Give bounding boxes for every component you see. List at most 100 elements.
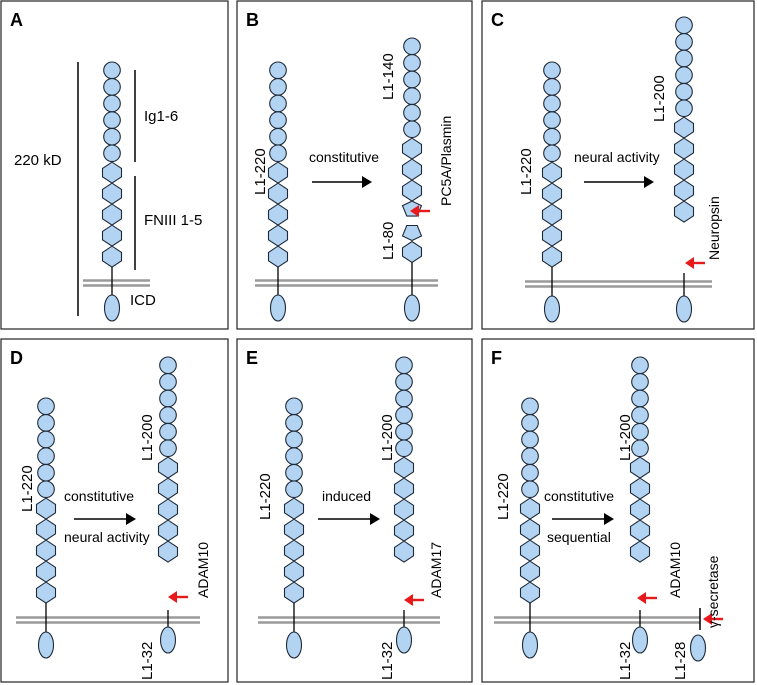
panel-d-full-label: L1-220 <box>19 465 36 512</box>
fn-domain <box>157 456 179 479</box>
panel-e-full-label: L1-220 <box>257 473 274 520</box>
panel-f-arrow-label-top: constitutive <box>544 488 614 504</box>
fn-domain <box>629 477 651 500</box>
fn-domain <box>401 240 423 264</box>
fn-domain <box>267 161 289 184</box>
ig-domain <box>675 33 693 51</box>
fn-domain <box>393 498 415 521</box>
ig-domain <box>269 94 287 113</box>
ig-domain <box>521 447 539 465</box>
fn-domain <box>393 477 415 500</box>
fn-domain <box>401 137 423 160</box>
fn-domain <box>629 498 651 521</box>
ig-domain <box>103 111 121 129</box>
ig-domain <box>285 397 303 416</box>
fn-domain <box>673 116 695 139</box>
icd-domain <box>285 631 303 659</box>
panel-f-protease: ADAM10 <box>667 542 683 598</box>
panel-a-annotations: 220 kD Ig1-6 FNIII 1-5 ICD <box>14 62 202 316</box>
icd-domain <box>37 631 55 659</box>
ig-domain <box>403 70 421 89</box>
fn-domain <box>101 161 123 184</box>
ig-domain <box>631 356 649 375</box>
fn-domain <box>267 182 289 205</box>
ig-domain <box>37 414 55 432</box>
cleavage-arrowhead <box>404 594 413 606</box>
fn-domain <box>101 182 123 205</box>
panel-f-upper-fragment: L1-200 <box>617 414 634 461</box>
icd-domain <box>631 626 649 654</box>
panel-f-icd-fragment: L1-28 <box>672 642 689 680</box>
ig-domain <box>395 389 413 408</box>
ig-domain <box>675 82 693 101</box>
panel-f-lower-fragment: L1-32 <box>617 642 634 680</box>
panel-d-upper-fragment: L1-200 <box>139 414 156 461</box>
ig-domain <box>543 127 561 146</box>
panel-e-arrow-label-top: induced <box>322 488 371 504</box>
panel-d-process-arrowhead <box>126 513 136 525</box>
fn-domain <box>541 161 563 184</box>
ig-domain <box>103 61 121 80</box>
ig-domain <box>37 447 55 465</box>
ig-domain <box>521 414 539 432</box>
ig-domain <box>37 480 55 499</box>
icd-domain <box>675 295 693 323</box>
ig-domain <box>403 37 421 56</box>
panel-e-protease: ADAM17 <box>428 542 444 598</box>
fn-domain <box>401 158 423 181</box>
ig-domain <box>521 480 539 499</box>
fn-domain <box>101 203 123 226</box>
ig-label: Ig1-6 <box>144 108 178 125</box>
protein-shapes <box>16 16 723 662</box>
fn-domain <box>673 137 695 160</box>
panel-f-protease2: γ-secretase <box>705 555 721 628</box>
ig-domain <box>631 373 649 391</box>
fn-domain <box>629 519 651 542</box>
panel-c-annotations: L1-220 neural activity L1-200 Neuropsin <box>518 75 722 260</box>
fn-domain <box>519 539 541 562</box>
panel-f-frame <box>481 338 755 683</box>
panel-e-frame <box>236 338 473 683</box>
fn-domain <box>673 200 695 223</box>
fn-domain <box>157 498 179 521</box>
panel-e-process-arrowhead <box>370 513 380 525</box>
ig-domain <box>395 356 413 375</box>
panel-f-letter: F <box>491 348 502 368</box>
ig-domain <box>285 480 303 499</box>
fn-domain <box>673 158 695 181</box>
fn-domain <box>283 518 305 541</box>
ig-domain <box>631 389 649 408</box>
fn-domain <box>519 518 541 541</box>
fn-domain <box>519 497 541 520</box>
ig-domain <box>37 463 55 482</box>
fn-domain <box>541 182 563 205</box>
ig-domain <box>403 120 421 139</box>
ig-domain <box>403 54 421 72</box>
panel-b-arrow-label: constitutive <box>309 149 379 165</box>
ig-domain <box>159 406 177 424</box>
fn-domain <box>401 179 423 202</box>
ig-domain <box>543 144 561 163</box>
panel-b-frame <box>236 0 473 330</box>
panel-f-annotations: L1-220 constitutive sequential L1-200 AD… <box>495 414 721 680</box>
panel-c-frame <box>481 0 755 330</box>
fn-domain <box>283 560 305 583</box>
ig-domain <box>543 94 561 113</box>
fn-domain <box>35 560 57 583</box>
ig-domain <box>103 144 121 163</box>
fn-domain <box>541 245 563 268</box>
fn-domain <box>541 203 563 226</box>
panel-a-frame <box>0 0 229 330</box>
ig-domain <box>269 127 287 146</box>
ig-domain <box>159 439 177 458</box>
fn-domain <box>267 224 289 247</box>
fn-domain <box>35 497 57 520</box>
panel-c-upper-fragment: L1-200 <box>651 75 668 122</box>
fn-domain <box>393 540 415 563</box>
ig-domain <box>37 430 55 449</box>
ig-domain <box>103 78 121 96</box>
fn-domain <box>35 581 57 604</box>
panel-d-letter: D <box>10 348 23 368</box>
panel-d-arrow-label-top: constitutive <box>64 488 134 504</box>
panel-e-annotations: L1-220 induced L1-200 ADAM17 L1-32 <box>257 414 444 680</box>
